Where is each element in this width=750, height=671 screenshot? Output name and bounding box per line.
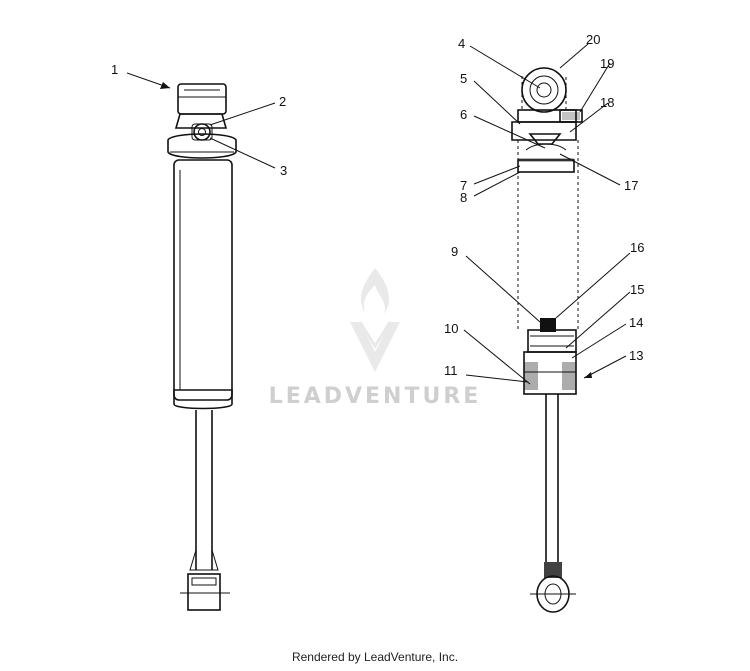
callout-7: 7 xyxy=(460,178,467,193)
top-mount-block xyxy=(177,83,227,115)
left-shock-assembly xyxy=(167,83,237,611)
callout-20: 20 xyxy=(586,32,600,47)
main-piston xyxy=(527,329,577,353)
callout-19: 19 xyxy=(600,56,614,71)
footer-credit: Rendered by LeadVenture, Inc. xyxy=(291,650,459,664)
callout-16: 16 xyxy=(630,240,644,255)
callout-6: 6 xyxy=(460,107,467,122)
callout-8: 8 xyxy=(460,190,467,205)
seal-head xyxy=(523,351,577,395)
valve-fitting xyxy=(193,123,211,141)
callout-3: 3 xyxy=(280,163,287,178)
leader-lines xyxy=(126,43,631,385)
callout-5: 5 xyxy=(460,71,467,86)
callout-9: 9 xyxy=(451,244,458,259)
callout-18: 18 xyxy=(600,95,614,110)
watermark-logo xyxy=(350,268,400,372)
callout-1: 1 xyxy=(111,62,118,77)
callout-14: 14 xyxy=(629,315,643,330)
callout-15: 15 xyxy=(630,282,644,297)
shock-body-tube xyxy=(173,159,233,401)
callout-labels: 1 2 3 4 20 5 19 6 18 7 17 8 9 16 15 14 1… xyxy=(111,32,644,378)
callout-13: 13 xyxy=(629,348,643,363)
callout-17: 17 xyxy=(624,178,638,193)
right-shock-cutaway xyxy=(511,67,583,613)
callout-2: 2 xyxy=(279,94,286,109)
callout-11: 11 xyxy=(444,363,458,378)
callout-4: 4 xyxy=(458,36,465,51)
bottom-eye xyxy=(187,573,221,611)
top-eye-bearing xyxy=(521,67,567,113)
watermark-text: LEADVENTURE xyxy=(269,384,482,409)
callout-10: 10 xyxy=(444,321,458,336)
